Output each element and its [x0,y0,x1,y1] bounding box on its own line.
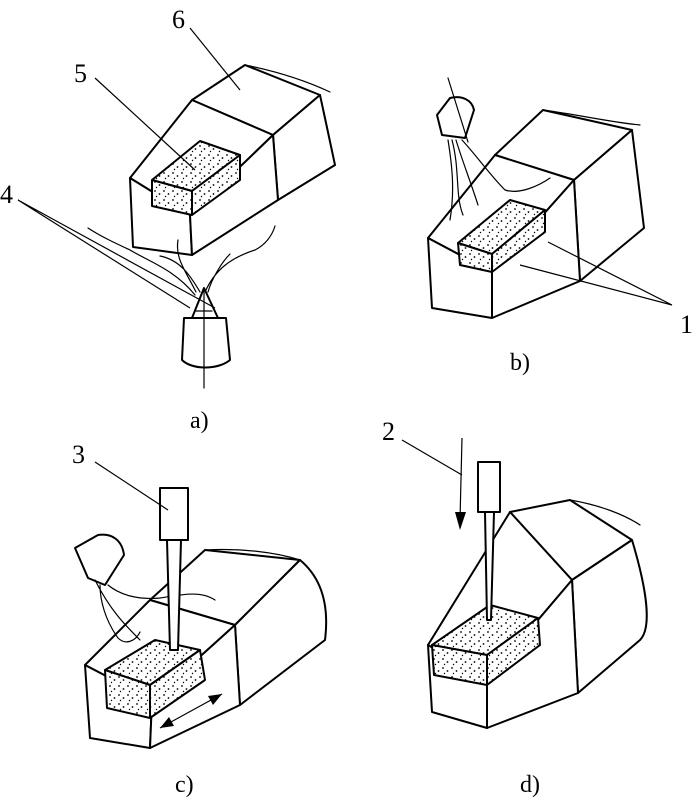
tool-head-side-a [189,134,279,256]
callout-5: 5 [74,59,87,88]
leader-6 [189,27,241,91]
tool-shank-side-c [234,559,328,706]
caption-a: a) [190,408,209,434]
caption-b: b) [510,350,530,376]
callout-6: 6 [172,5,185,34]
torch-nozzle-c [74,533,125,586]
leader-5 [94,77,196,171]
pressing-rod-holder-d [477,461,501,513]
panel-d [401,437,648,729]
leader-4 [17,199,216,309]
pressing-rod-d [484,511,495,621]
pressing-rod-c [166,539,182,651]
leader-3 [94,461,169,511]
panel-c [74,461,328,749]
force-arrow-d [459,437,463,521]
tool-shank-side-d [571,539,648,694]
panel-b [427,77,673,319]
insert-side-d [486,617,541,686]
tool-head-side-d [486,579,579,729]
callout-1: 1 [680,310,693,339]
callout-2: 2 [382,417,395,446]
leader-2 [401,439,463,476]
caption-c: c) [175,772,194,798]
callout-3: 3 [72,440,85,469]
pressing-rod-holder-c [159,487,189,541]
insert-side-b [491,209,546,273]
insert-side-a [191,154,241,216]
callout-4: 4 [0,180,13,209]
panel-a [87,64,336,389]
leader-1 [519,241,673,306]
torch-nozzle-a [181,317,231,369]
flame-streaks-b [447,139,551,221]
insert-side-c [149,649,206,719]
caption-d: d) [520,772,540,798]
flame-streaks-a [87,225,276,296]
flame-streaks-c [94,579,216,643]
torch-nozzle-b [436,96,475,139]
